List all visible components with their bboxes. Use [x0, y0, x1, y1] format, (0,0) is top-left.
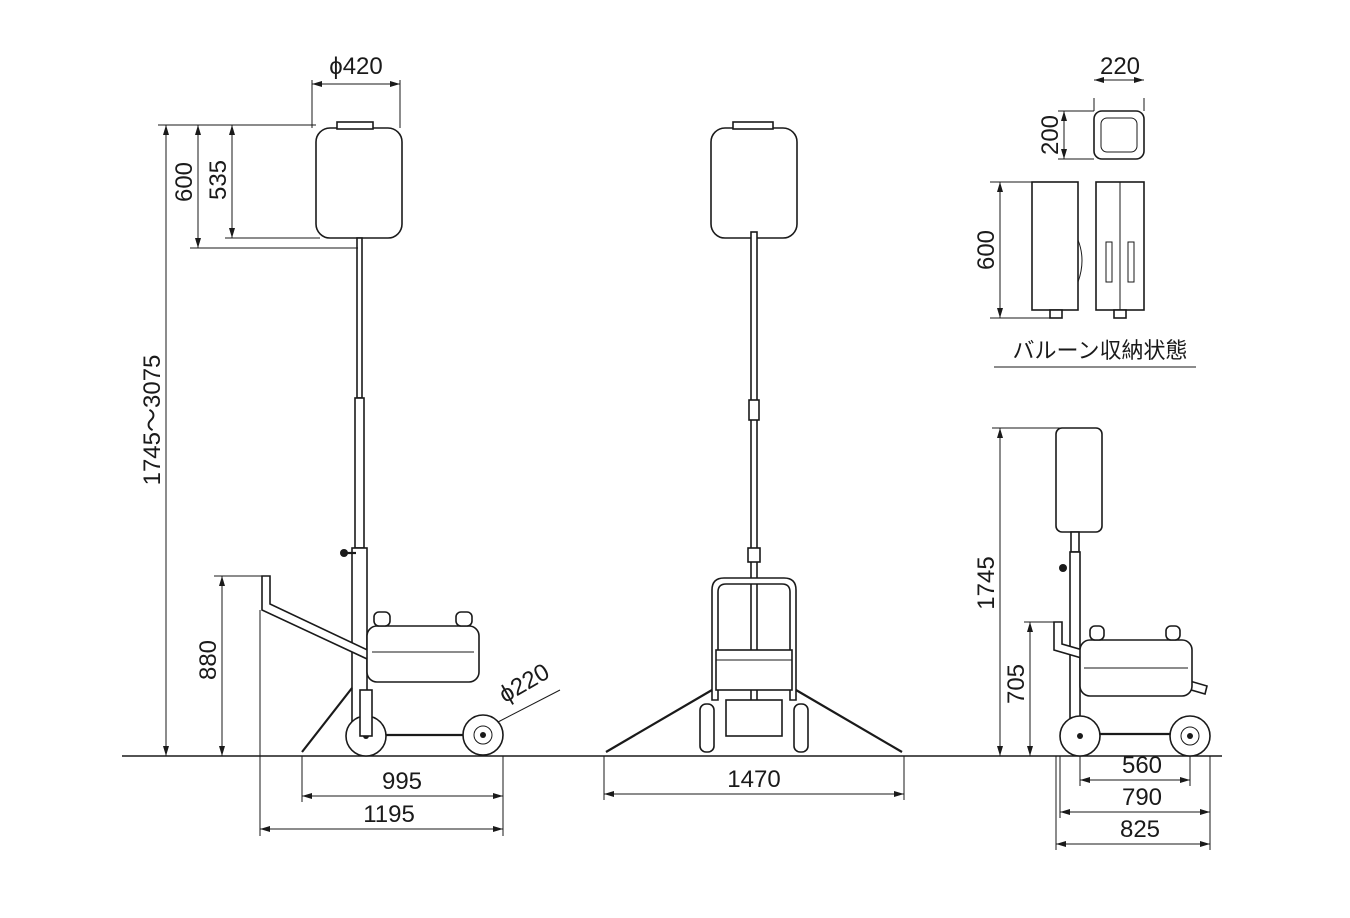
stowed-width-560-label: 560 — [1122, 752, 1162, 779]
side-height-535-label: 535 — [205, 160, 232, 200]
stowed-top-depth-label: 200 — [1037, 115, 1064, 155]
front-right-leg — [795, 689, 903, 753]
side-view: ϕ420 600 535 1745～3075 880 ϕ220 995 1195 — [139, 53, 561, 836]
front-balloon — [710, 127, 798, 239]
front-left-wheel — [699, 703, 715, 753]
wheel-diameter-label: ϕ220 — [494, 658, 554, 708]
side-width-995-label: 995 — [382, 768, 422, 795]
stowed-width-790-label: 790 — [1122, 784, 1162, 811]
side-leg — [301, 687, 353, 753]
front-view: 1470 — [603, 121, 905, 800]
stowed-views: 220 200 600 バルーン収納状態 — [973, 53, 1196, 368]
side-balloon — [315, 127, 403, 239]
side-mast-middle — [354, 397, 365, 549]
front-mast — [750, 231, 758, 713]
handle-height-label: 880 — [195, 640, 222, 680]
stowed-top-view — [1093, 110, 1145, 160]
stowed-top-width-label: 220 — [1100, 53, 1140, 80]
stowed-width-825-label: 825 — [1120, 816, 1160, 843]
front-width-label: 1470 — [727, 766, 780, 793]
stowed-handle-height-label: 705 — [1003, 664, 1030, 704]
stowed-height-label: 600 — [973, 230, 1000, 270]
stowed-side-assembly: 1745 705 560 790 825 — [973, 427, 1211, 850]
stowed-side-view — [1031, 181, 1079, 311]
front-left-leg — [605, 689, 713, 753]
balloon-diameter-label: ϕ420 — [329, 53, 382, 80]
side-frame — [366, 625, 480, 683]
front-frame — [711, 577, 797, 701]
side-width-1195-label: 1195 — [363, 801, 415, 828]
side-height-600-label: 600 — [171, 162, 198, 202]
stowed-total-height-label: 1745 — [973, 556, 1000, 609]
stowed-balloon — [1055, 427, 1103, 533]
stowed-caption: バルーン収納状態 — [1013, 339, 1188, 364]
side-mast-upper — [356, 237, 363, 399]
side-balloon-cap — [336, 121, 374, 130]
front-right-wheel — [793, 703, 809, 753]
total-height-range-label: 1745～3075 — [139, 355, 166, 486]
